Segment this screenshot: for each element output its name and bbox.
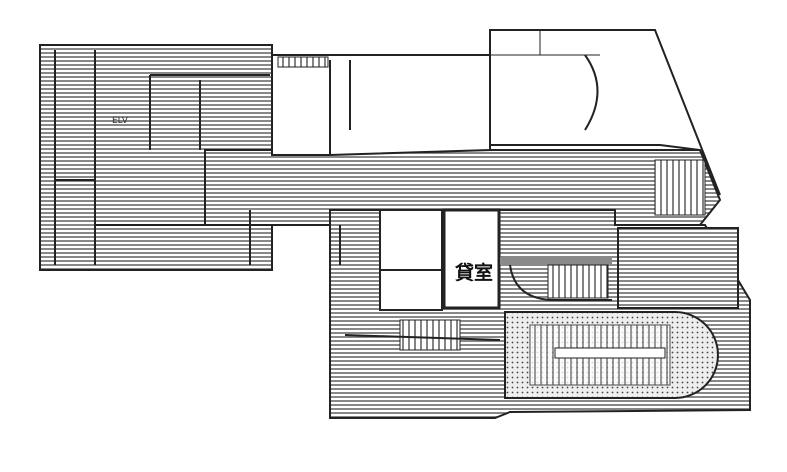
right-room (617, 227, 739, 309)
main-corridor (204, 149, 722, 226)
top-hall (271, 54, 491, 156)
top-right-hall (489, 29, 721, 196)
rental-room-left (379, 209, 443, 311)
elevator-label: ELV (112, 116, 128, 126)
interior-walls (54, 50, 501, 341)
gray-bar (500, 257, 612, 265)
corridor-stairs (654, 159, 706, 216)
rental-room-label: 貸室 (453, 258, 496, 285)
